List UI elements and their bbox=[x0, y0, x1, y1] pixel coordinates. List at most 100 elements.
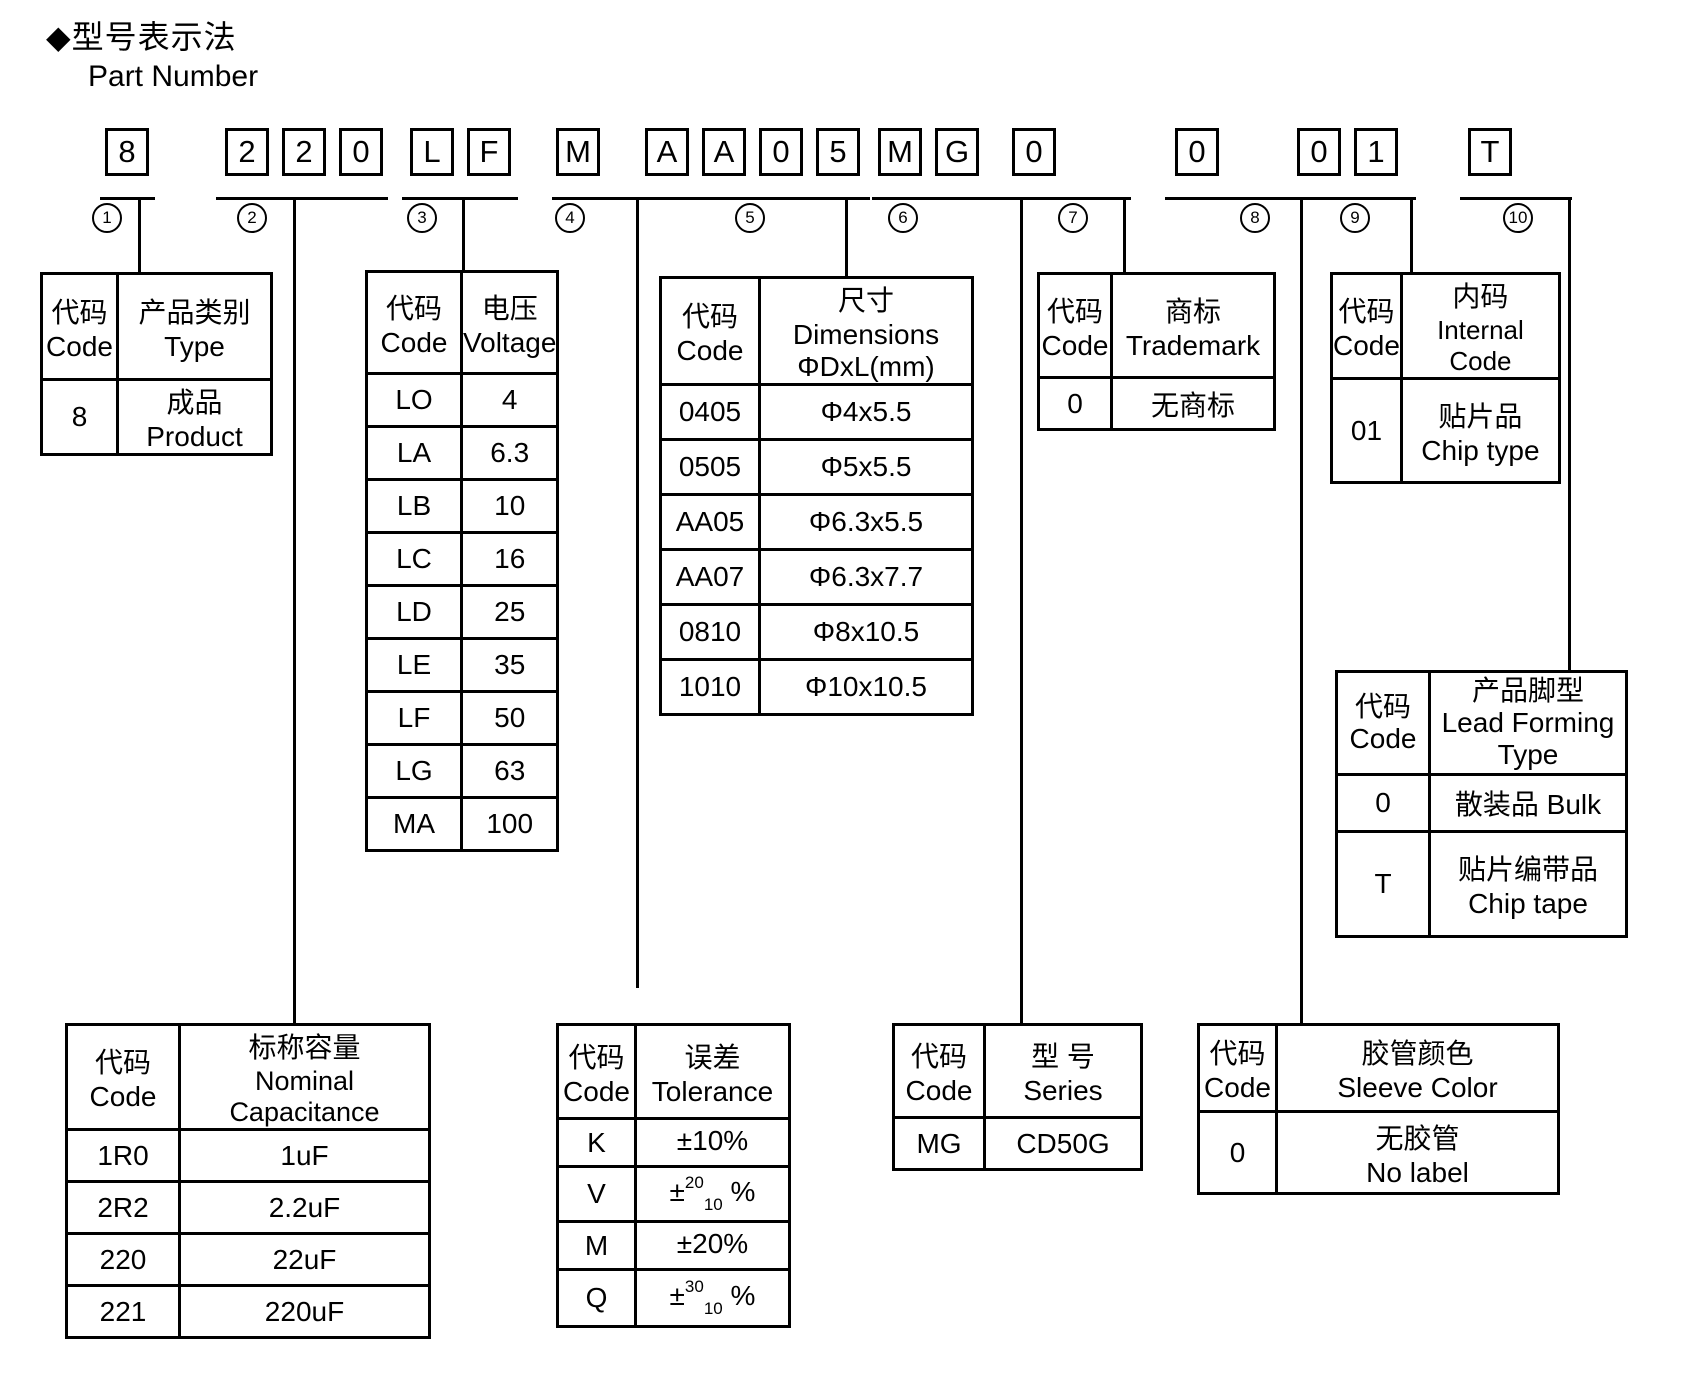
value-cell: 35 bbox=[459, 637, 560, 693]
code-cell: V bbox=[556, 1165, 637, 1223]
code-underline bbox=[402, 197, 518, 200]
tolerance-post: % bbox=[722, 1176, 756, 1207]
code-cell: AA07 bbox=[659, 548, 761, 606]
header-zh: 误差 bbox=[684, 1041, 741, 1073]
header-en: Code bbox=[676, 335, 744, 366]
code-cell: 220 bbox=[65, 1232, 181, 1287]
value-zh: 贴片品 bbox=[1438, 400, 1523, 432]
value-cell: 16 bbox=[459, 531, 560, 587]
header-zh: 代码 bbox=[94, 1047, 151, 1078]
header-en: Series bbox=[1023, 1075, 1103, 1106]
part-code-char: 8 bbox=[105, 128, 149, 176]
code-underline bbox=[872, 197, 1024, 200]
code-cell: MG bbox=[892, 1116, 986, 1171]
trademark-table: 代码 Code 商标 Trademark 0 无商标 bbox=[1037, 272, 1276, 431]
value-cell: ±20% bbox=[634, 1220, 791, 1271]
header-zh: 型 号 bbox=[1031, 1041, 1095, 1072]
code-underline bbox=[638, 197, 870, 200]
header-zh: 胶管颜色 bbox=[1361, 1038, 1474, 1069]
header-en: Nominal Capacitance bbox=[229, 1066, 380, 1127]
value-cell: 25 bbox=[459, 584, 560, 640]
value-cell: CD50G bbox=[983, 1116, 1143, 1171]
code-cell: MA bbox=[365, 796, 463, 852]
header-en: Trademark bbox=[1125, 329, 1261, 361]
header-en: Tolerance bbox=[651, 1075, 774, 1107]
part-code-char: 1 bbox=[1354, 128, 1398, 176]
header-en: Code bbox=[380, 326, 448, 358]
code-cell: LO bbox=[365, 372, 463, 428]
header-en: Code bbox=[563, 1075, 630, 1107]
header-desc-cell: 胶管颜色 Sleeve Color bbox=[1275, 1023, 1560, 1113]
header-en: Code bbox=[89, 1081, 157, 1112]
code-cell: LF bbox=[365, 690, 463, 746]
tolerance-value: ±10% bbox=[676, 1124, 749, 1156]
value-cell: Φ6.3x5.5 bbox=[758, 493, 974, 551]
part-code-char: A bbox=[645, 128, 689, 176]
part-code-char: L bbox=[410, 128, 454, 176]
code-cell: 221 bbox=[65, 1284, 181, 1339]
header-zh: 代码 bbox=[1046, 295, 1103, 327]
value-cell: ±10% bbox=[634, 1117, 791, 1168]
header-zh: 代码 bbox=[910, 1041, 967, 1072]
header-desc-cell: 商标 Trademark bbox=[1110, 272, 1276, 379]
part-code-char: T bbox=[1468, 128, 1512, 176]
lead-forming-table: 代码 Code 产品脚型 Lead Forming Type 0 散装品 Bul… bbox=[1335, 670, 1628, 938]
value-cell: 成品 Product bbox=[116, 378, 273, 456]
code-cell: 0 bbox=[1197, 1110, 1278, 1195]
header-desc-cell: 电压 Voltage bbox=[459, 270, 560, 375]
part-code-char: A bbox=[702, 128, 746, 176]
value-cell: Φ8x10.5 bbox=[758, 603, 974, 661]
header-en: Sleeve Color bbox=[1337, 1072, 1498, 1103]
code-connector-line bbox=[1410, 200, 1413, 272]
header-line1: 尺寸 Dimensions bbox=[792, 285, 940, 350]
code-connector-line bbox=[138, 200, 141, 272]
header-desc-cell: 内码 Internal Code bbox=[1399, 272, 1561, 380]
tolerance-value: ±20% bbox=[676, 1227, 749, 1259]
part-code-char: 0 bbox=[1012, 128, 1056, 176]
header-en: Internal Code bbox=[1437, 315, 1524, 376]
code-connector-line bbox=[1020, 200, 1023, 1023]
header-line1: 产品脚型 bbox=[1471, 674, 1584, 706]
header-desc-cell: 型 号 Series bbox=[983, 1023, 1143, 1119]
value-cell: Φ6.3x7.7 bbox=[758, 548, 974, 606]
header-desc-cell: 产品脚型 Lead Forming Type bbox=[1428, 670, 1628, 776]
code-cell: 0405 bbox=[659, 383, 761, 441]
code-connector-line bbox=[462, 200, 465, 270]
value-cell: 220uF bbox=[178, 1284, 431, 1339]
code-index-badge: 7 bbox=[1058, 203, 1088, 233]
header-desc-cell: 产品类别 Type bbox=[116, 272, 273, 381]
internal-code-table: 代码 Code 内码 Internal Code 01 贴片品 Chip typ… bbox=[1330, 272, 1561, 484]
value-cell: 2.2uF bbox=[178, 1180, 431, 1235]
header-code-cell: 代码 Code bbox=[1330, 272, 1403, 380]
value-cell: ±3010 % bbox=[634, 1268, 791, 1328]
header-en: Voltage bbox=[463, 326, 557, 358]
value-cell: 6.3 bbox=[459, 425, 560, 481]
code-cell: LD bbox=[365, 584, 463, 640]
code-cell: M bbox=[556, 1220, 637, 1271]
value-cell: 1uF bbox=[178, 1128, 431, 1183]
header-en: Code bbox=[1349, 723, 1417, 754]
code-cell: 2R2 bbox=[65, 1180, 181, 1235]
code-underline bbox=[100, 197, 155, 200]
code-index-badge: 8 bbox=[1240, 203, 1270, 233]
code-underline bbox=[216, 197, 388, 200]
header-code-cell: 代码 Code bbox=[659, 276, 761, 386]
code-cell: 1010 bbox=[659, 658, 761, 716]
part-code-char: G bbox=[935, 128, 979, 176]
product-type-table: 代码 Code 产品类别 Type 8 成品 Product bbox=[40, 272, 273, 456]
code-index-badge: 3 bbox=[407, 203, 437, 233]
header-desc-cell: 尺寸 Dimensions ΦDxL(mm) bbox=[758, 276, 974, 386]
part-code-char: M bbox=[556, 128, 600, 176]
header-line2: ΦDxL(mm) bbox=[797, 351, 935, 382]
code-index-badge: 9 bbox=[1340, 203, 1370, 233]
code-index-badge: 1 bbox=[92, 203, 122, 233]
code-cell: 0 bbox=[1037, 376, 1113, 431]
code-cell: LA bbox=[365, 425, 463, 481]
code-cell: 0505 bbox=[659, 438, 761, 496]
header-zh: 产品类别 bbox=[138, 296, 251, 328]
header-en: Code bbox=[46, 330, 113, 362]
code-connector-line bbox=[1300, 200, 1303, 1023]
value-cell: 无商标 bbox=[1110, 376, 1276, 431]
part-code-char: 0 bbox=[339, 128, 383, 176]
